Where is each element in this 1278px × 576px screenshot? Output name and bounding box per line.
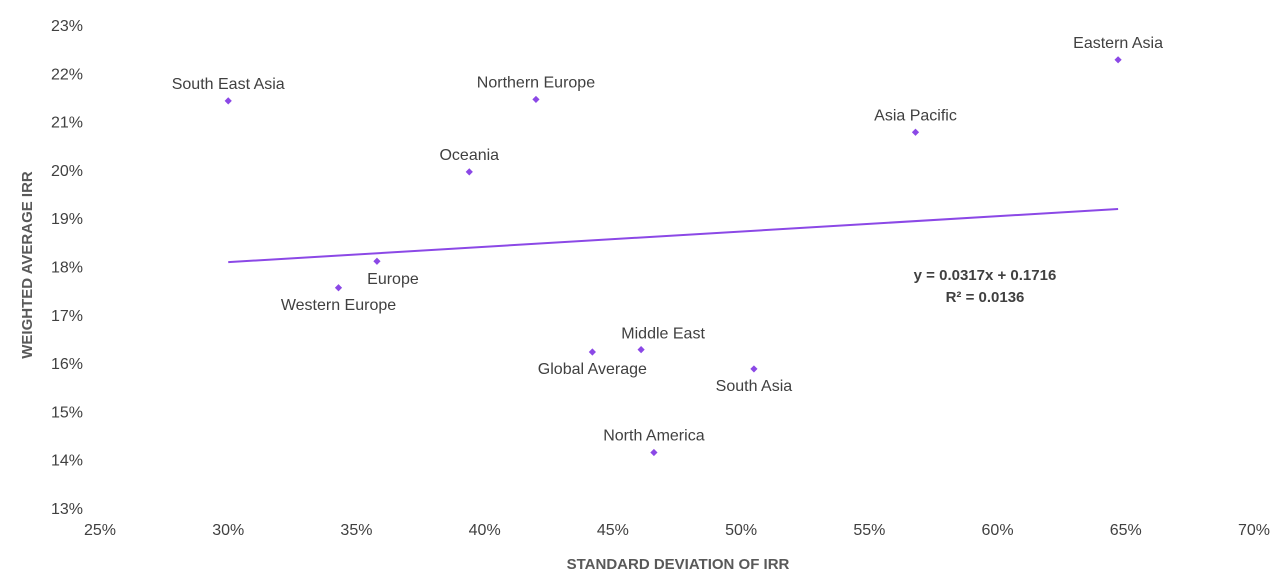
x-tick-label: 50%: [725, 522, 757, 539]
y-tick-label: 22%: [51, 66, 83, 83]
x-tick-label: 55%: [853, 522, 885, 539]
data-point-marker: [650, 448, 658, 457]
x-tick-label: 40%: [469, 522, 501, 539]
data-point-marker: [224, 97, 232, 105]
data-point-marker: [373, 257, 381, 265]
data-point-marker: [465, 168, 473, 176]
x-tick-label: 65%: [1110, 522, 1142, 539]
y-tick-label: 23%: [51, 18, 83, 35]
y-tick-label: 16%: [51, 356, 83, 373]
x-tick-label: 70%: [1238, 522, 1270, 539]
trendline-group: [228, 208, 1119, 264]
x-tick-label: 35%: [340, 522, 372, 539]
y-tick-label: 21%: [51, 115, 83, 132]
data-point-label: North America: [603, 427, 704, 444]
x-axis-ticks: 25% 30% 35% 40% 45% 50% 55% 60% 65% 70%: [84, 522, 1270, 539]
data-point-marker: [911, 128, 920, 136]
x-tick-label: 45%: [597, 522, 629, 539]
data-point-label: Global Average: [538, 361, 647, 378]
trendline-r-squared: R² = 0.0136: [946, 289, 1025, 306]
x-tick-label: 25%: [84, 522, 116, 539]
y-axis-ticks: 13% 14% 15% 16% 17% 18% 19% 20% 21% 22% 23%: [51, 18, 83, 518]
y-tick-label: 18%: [51, 260, 83, 277]
data-points: [224, 56, 1122, 457]
data-point-label: Asia Pacific: [874, 107, 957, 124]
data-point-marker: [334, 284, 343, 292]
y-tick-label: 20%: [51, 163, 83, 180]
point-labels: South East Asia Northern Europe Eastern As…: [172, 35, 1163, 445]
y-tick-label: 19%: [51, 211, 83, 228]
y-tick-label: 13%: [51, 501, 83, 518]
data-point-label: Northern Europe: [477, 74, 595, 91]
y-tick-label: 17%: [51, 308, 83, 325]
data-point-label: Oceania: [439, 147, 499, 164]
y-tick-label: 15%: [51, 404, 83, 421]
data-point-marker: [637, 346, 645, 354]
data-point-label: Europe: [367, 271, 419, 288]
data-point-marker: [532, 95, 540, 104]
data-point-label: Eastern Asia: [1073, 35, 1163, 52]
trendline-equation: y = 0.0317x + 0.1716: [914, 267, 1057, 284]
trendline: [228, 208, 1119, 264]
data-point-label: South East Asia: [172, 76, 285, 93]
data-point-label: Western Europe: [281, 297, 396, 314]
data-point-label: South Asia: [716, 378, 793, 395]
x-tick-label: 60%: [982, 522, 1014, 539]
y-tick-label: 14%: [51, 453, 83, 470]
x-tick-label: 30%: [212, 522, 244, 539]
y-axis-title: WEIGHTED AVERAGE IRR: [19, 171, 36, 359]
data-point-marker: [750, 365, 758, 373]
data-point-marker: [588, 348, 596, 356]
data-point-label: Middle East: [621, 326, 705, 343]
data-point-marker: [1114, 56, 1122, 64]
x-axis-title: STANDARD DEVIATION OF IRR: [567, 556, 790, 573]
